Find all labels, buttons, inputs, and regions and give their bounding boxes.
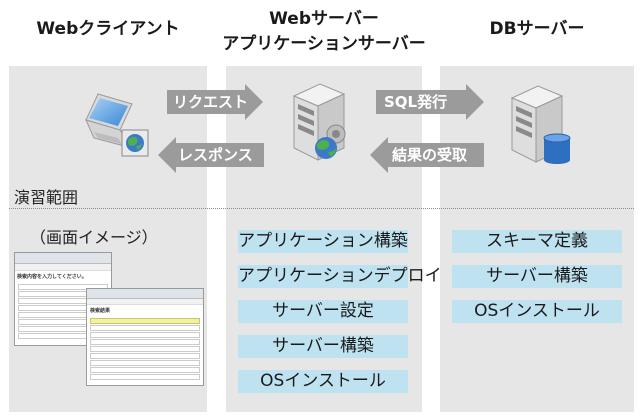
sql-arrow-label: SQL発行 — [384, 93, 448, 111]
mock-form-title: 検索内容を入力してください。 — [17, 274, 87, 280]
mock-browser-window-front: 検索結果 — [86, 288, 204, 386]
db-task-schema: スキーマ定義 — [452, 230, 622, 253]
scope-divider — [9, 208, 634, 209]
server-icon — [286, 74, 366, 166]
mock-browser-window-back: 検索内容を入力してください。 — [14, 252, 112, 346]
response-arrow: レスポンス — [158, 137, 264, 173]
request-arrow: リクエスト — [167, 84, 263, 120]
client-header: Webクライアント — [36, 19, 180, 39]
laptop-icon — [70, 90, 160, 160]
result-arrow-label: 結果の受取 — [392, 146, 468, 164]
server-task-os-install: OSインストール — [238, 370, 408, 393]
db-header: DBサーバー — [489, 19, 585, 39]
server-header-line1: Webサーバー — [269, 9, 379, 29]
screen-image-caption: （画面イメージ） — [30, 228, 158, 247]
server-header-line2: アプリケーションサーバー — [222, 34, 426, 54]
server-task-server-build: サーバー構築 — [238, 335, 408, 358]
request-arrow-label: リクエスト — [173, 93, 249, 111]
db-task-server-build: サーバー構築 — [452, 265, 622, 288]
scope-label: 演習範囲 — [14, 188, 79, 207]
database-server-icon — [504, 76, 584, 168]
db-task-os-install: OSインストール — [452, 300, 622, 323]
sql-arrow: SQL発行 — [376, 84, 484, 120]
server-task-app-deploy: アプリケーションデプロイ — [238, 265, 442, 288]
mock-result-title: 検索結果 — [90, 308, 111, 314]
server-task-app-build: アプリケーション構築 — [238, 230, 408, 253]
server-task-server-config: サーバー設定 — [238, 300, 408, 323]
response-arrow-label: レスポンス — [178, 146, 253, 164]
result-arrow: 結果の受取 — [370, 137, 484, 173]
